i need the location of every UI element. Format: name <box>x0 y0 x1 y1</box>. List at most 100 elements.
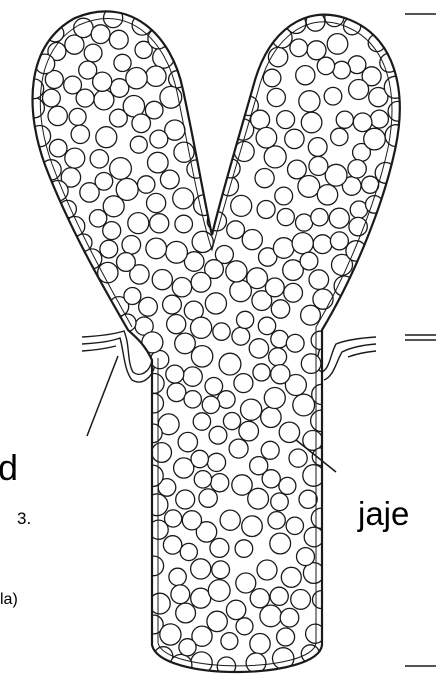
egg <box>96 127 117 148</box>
egg <box>257 560 277 580</box>
egg <box>242 230 262 250</box>
egg <box>313 289 333 309</box>
egg <box>207 611 227 631</box>
egg <box>251 110 270 129</box>
egg <box>175 215 193 233</box>
egg <box>293 394 315 416</box>
margin-ticks <box>405 14 436 666</box>
egg <box>191 272 211 292</box>
egg <box>269 348 287 366</box>
egg <box>281 567 301 587</box>
egg <box>235 540 253 558</box>
egg <box>249 339 268 358</box>
egg <box>211 474 229 492</box>
egg <box>290 39 308 57</box>
egg <box>160 170 179 189</box>
egg <box>292 233 313 254</box>
egg <box>210 538 229 557</box>
egg <box>286 517 303 534</box>
label-left-big: d <box>0 450 18 486</box>
egg <box>191 346 212 367</box>
egg <box>279 422 299 442</box>
egg <box>193 413 210 430</box>
egg <box>174 142 194 162</box>
membrane-left <box>82 331 152 374</box>
egg <box>346 241 366 261</box>
egg <box>230 280 252 302</box>
egg <box>124 288 141 305</box>
egg <box>280 608 299 627</box>
egg <box>262 470 280 488</box>
egg <box>172 278 191 297</box>
egg <box>144 394 163 413</box>
egg <box>93 72 112 91</box>
egg <box>145 101 163 119</box>
membrane-right <box>317 337 376 372</box>
egg <box>207 453 225 471</box>
label-left-bottom: la) <box>0 592 18 608</box>
egg <box>176 603 196 623</box>
egg-cluster <box>24 7 408 676</box>
egg <box>226 261 247 282</box>
egg <box>232 475 252 495</box>
egg <box>311 209 328 226</box>
egg <box>300 252 318 270</box>
egg <box>336 111 353 128</box>
egg <box>308 138 327 157</box>
egg <box>384 76 406 98</box>
egg <box>388 101 408 121</box>
egg <box>309 157 328 176</box>
egg <box>333 61 351 79</box>
egg <box>270 533 291 554</box>
egg <box>209 426 227 444</box>
egg <box>299 91 320 112</box>
egg <box>353 113 372 132</box>
egg <box>229 439 248 458</box>
egg <box>329 208 349 228</box>
egg <box>126 68 147 89</box>
egg <box>147 193 166 212</box>
egg <box>130 136 147 153</box>
egg <box>330 232 348 250</box>
egg <box>183 367 202 386</box>
egg <box>227 221 245 239</box>
egg <box>144 374 164 394</box>
egg <box>271 493 289 511</box>
egg <box>84 44 102 62</box>
egg <box>29 126 50 147</box>
egg <box>103 222 121 240</box>
egg <box>258 317 275 334</box>
egg <box>91 25 110 44</box>
egg <box>270 587 288 605</box>
egg <box>268 512 285 529</box>
egg <box>325 164 347 186</box>
egg <box>223 413 240 430</box>
egg <box>100 240 118 258</box>
egg <box>208 580 230 602</box>
egg <box>191 450 208 467</box>
egg <box>109 30 128 49</box>
egg <box>265 278 284 297</box>
egg <box>304 527 324 547</box>
egg <box>199 489 217 507</box>
egg <box>277 209 294 226</box>
egg <box>234 374 253 393</box>
egg <box>71 125 89 143</box>
egg <box>180 543 197 560</box>
egg <box>248 488 269 509</box>
egg <box>285 129 304 148</box>
egg <box>375 163 396 184</box>
egg <box>187 160 205 178</box>
egg <box>317 185 337 205</box>
egg <box>250 634 270 654</box>
egg <box>324 87 342 105</box>
egg <box>192 231 213 252</box>
egg <box>138 176 155 193</box>
egg <box>169 71 186 88</box>
egg <box>219 353 241 375</box>
egg <box>271 365 290 384</box>
egg <box>261 441 279 459</box>
egg <box>250 589 269 608</box>
egg <box>178 432 197 451</box>
